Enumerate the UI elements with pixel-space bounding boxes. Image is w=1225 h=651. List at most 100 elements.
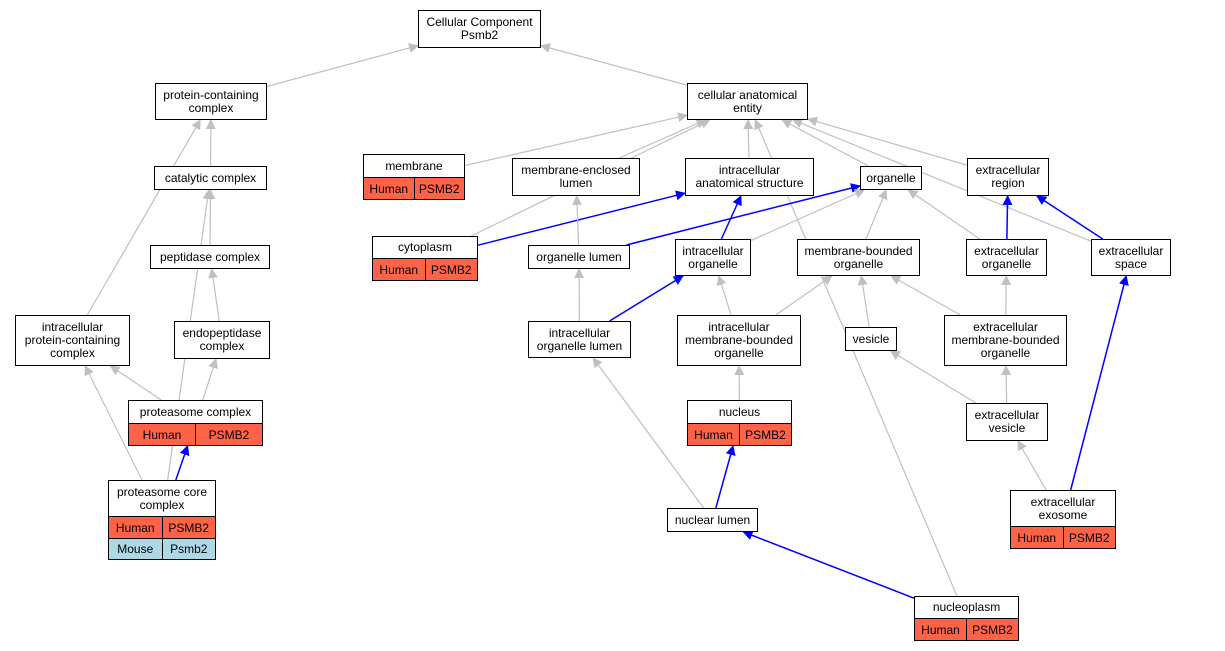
node-proteasome-complex[interactable]: proteasome complex Human PSMB2: [128, 400, 263, 446]
node-nucleus[interactable]: nucleus Human PSMB2: [687, 400, 792, 446]
edge-intracellular-membrane-bounded-organelle-to-intracellular-organelle: [716, 275, 732, 316]
edge-nuclear-lumen-to-intracellular-organelle-lumen: [592, 357, 705, 509]
node-label[interactable]: extracellular space: [1091, 239, 1171, 276]
species-label: Human: [142, 427, 182, 442]
node-label[interactable]: membrane-bounded organelle: [797, 239, 920, 276]
annotation-row: Human PSMB2: [687, 424, 792, 446]
node-label[interactable]: vesicle: [845, 327, 897, 351]
edge-intracellular-organelle-to-intracellular-anatomical-structure: [720, 195, 742, 240]
node-proteasome-core-complex[interactable]: proteasome core complex Human PSMB2 Mous…: [108, 480, 216, 560]
node-label[interactable]: extracellular membrane-bounded organelle: [944, 315, 1067, 366]
node-label[interactable]: intracellular membrane-bounded organelle: [677, 315, 801, 366]
node-membrane[interactable]: membrane Human PSMB2: [363, 154, 465, 200]
edge-membrane-enclosed-lumen-to-cellular-anatomical-entity: [618, 119, 707, 159]
edge-extracellular-vesicle-to-extracellular-membrane-bounded-organelle: [1001, 365, 1012, 404]
annotation-row-mouse: Mouse Psmb2: [108, 539, 216, 560]
edge-nucleoplasm-to-cellular-anatomical-entity: [754, 119, 958, 597]
node-label[interactable]: endopeptidase complex: [174, 321, 270, 359]
gene-label: PSMB2: [424, 259, 478, 280]
node-intracellular-anatomical-structure[interactable]: intracellular anatomical structure: [685, 158, 814, 196]
node-label[interactable]: extracellular region: [967, 158, 1049, 196]
gene-label: PSMB2: [739, 424, 791, 445]
node-label[interactable]: organelle: [860, 166, 922, 190]
edge-protein-containing-complex-to-root: [266, 43, 419, 87]
node-label[interactable]: catalytic complex: [154, 166, 267, 190]
node-intracellular-organelle[interactable]: intracellular organelle: [675, 239, 751, 276]
edge-proteasome-core-complex-to-proteasome-complex: [175, 445, 190, 481]
node-label[interactable]: cellular anatomical entity: [687, 83, 808, 120]
node-label[interactable]: extracellular exosome: [1010, 490, 1116, 527]
edge-extracellular-organelle-to-organelle: [907, 189, 980, 240]
node-peptidase-complex[interactable]: peptidase complex: [150, 245, 270, 269]
node-label[interactable]: membrane: [363, 154, 465, 178]
node-vesicle[interactable]: vesicle: [845, 327, 897, 351]
node-endopeptidase-complex[interactable]: endopeptidase complex: [174, 321, 270, 359]
species-label: Human: [694, 427, 733, 442]
node-extracellular-organelle[interactable]: extracellular organelle: [966, 239, 1047, 276]
node-intracellular-organelle-lumen[interactable]: intracellular organelle lumen: [528, 321, 631, 358]
node-label[interactable]: Cellular Component Psmb2: [418, 10, 541, 48]
gene-label: PSMB2: [966, 619, 1018, 640]
edge-extracellular-space-to-cellular-anatomical-entity: [792, 118, 1092, 242]
node-organelle-lumen[interactable]: organelle lumen: [528, 245, 630, 269]
gene-label: PSMB2: [413, 178, 465, 199]
node-label[interactable]: extracellular vesicle: [966, 403, 1048, 441]
species-label: Mouse: [117, 542, 154, 556]
node-extracellular-space[interactable]: extracellular space: [1091, 239, 1171, 276]
node-organelle[interactable]: organelle: [860, 166, 922, 190]
gene-label: PSMB2: [195, 424, 262, 445]
edge-extracellular-membrane-bounded-organelle-to-membrane-bounded-organelle: [890, 275, 961, 316]
node-extracellular-vesicle[interactable]: extracellular vesicle: [966, 403, 1048, 441]
edge-extracellular-exosome-to-extracellular-vesicle: [1017, 440, 1047, 491]
node-cytoplasm[interactable]: cytoplasm Human PSMB2: [372, 236, 478, 281]
node-label[interactable]: protein-containing complex: [155, 83, 267, 120]
node-label[interactable]: intracellular protein-containing complex: [15, 315, 130, 366]
annotation-row: Human PSMB2: [372, 259, 478, 281]
node-extracellular-exosome[interactable]: extracellular exosome Human PSMB2: [1010, 490, 1116, 549]
edge-organelle-lumen-to-organelle: [626, 183, 861, 246]
node-label[interactable]: nucleus: [687, 400, 792, 424]
node-label[interactable]: intracellular organelle: [675, 239, 751, 276]
species-label: Human: [921, 622, 960, 637]
edge-intracellular-anatomical-structure-to-cellular-anatomical-entity: [743, 119, 754, 159]
edge-extracellular-vesicle-to-vesicle: [889, 350, 977, 404]
node-label[interactable]: proteasome core complex: [108, 480, 216, 517]
node-label[interactable]: intracellular organelle lumen: [528, 321, 631, 358]
node-label[interactable]: proteasome complex: [128, 400, 263, 424]
node-cellular-component[interactable]: Cellular Component Psmb2: [418, 10, 541, 48]
node-label[interactable]: nucleoplasm: [914, 596, 1019, 619]
node-nuclear-lumen[interactable]: nuclear lumen: [667, 508, 758, 532]
node-label[interactable]: extracellular organelle: [966, 239, 1047, 276]
gene-label: PSMB2: [161, 517, 216, 538]
annotation-row: Human PSMB2: [128, 424, 263, 446]
node-cellular-anatomical-entity[interactable]: cellular anatomical entity: [687, 83, 808, 120]
node-intracellular-membrane-bounded-organelle[interactable]: intracellular membrane-bounded organelle: [677, 315, 801, 366]
annotation-row: Human PSMB2: [914, 619, 1019, 641]
edge-proteasome-complex-to-intracellular-protein-containing-complex: [109, 365, 162, 401]
edge-nuclear-lumen-to-nucleus: [715, 445, 736, 509]
node-label[interactable]: membrane-enclosed lumen: [512, 158, 640, 196]
edge-intracellular-membrane-bounded-organelle-to-membrane-bounded-organelle: [775, 275, 833, 316]
node-catalytic-complex[interactable]: catalytic complex: [154, 166, 267, 190]
edge-membrane-bounded-organelle-to-organelle: [865, 189, 888, 240]
edge-endopeptidase-complex-to-peptidase-complex: [208, 268, 220, 322]
edge-intracellular-organelle-lumen-to-intracellular-organelle: [609, 275, 684, 322]
node-label[interactable]: intracellular anatomical structure: [685, 158, 814, 196]
species-label: Human: [115, 520, 155, 535]
node-label[interactable]: organelle lumen: [528, 245, 630, 269]
edge-intracellular-protein-containing-complex-to-protein-containing-complex: [86, 119, 201, 316]
node-label[interactable]: peptidase complex: [150, 245, 270, 269]
species-label: Human: [369, 181, 409, 196]
node-label[interactable]: cytoplasm: [372, 236, 478, 259]
node-protein-containing-complex[interactable]: protein-containing complex: [155, 83, 267, 120]
annotation-row: Human PSMB2: [108, 517, 216, 539]
node-intracellular-protein-containing-complex[interactable]: intracellular protein-containing complex: [15, 315, 130, 366]
edge-cellular-anatomical-entity-to-root: [540, 43, 688, 86]
node-membrane-enclosed-lumen[interactable]: membrane-enclosed lumen: [512, 158, 640, 196]
node-extracellular-membrane-bounded-organelle[interactable]: extracellular membrane-bounded organelle: [944, 315, 1067, 366]
node-nucleoplasm[interactable]: nucleoplasm Human PSMB2: [914, 596, 1019, 641]
node-label[interactable]: nuclear lumen: [667, 508, 758, 532]
node-membrane-bounded-organelle[interactable]: membrane-bounded organelle: [797, 239, 920, 276]
annotation-row: Human PSMB2: [1010, 527, 1116, 549]
node-extracellular-region[interactable]: extracellular region: [967, 158, 1049, 196]
